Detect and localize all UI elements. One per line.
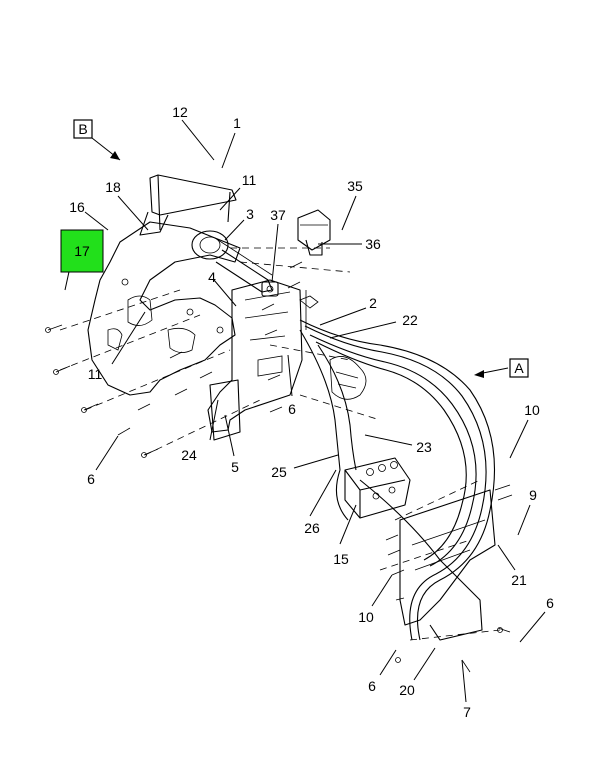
callout-22[interactable]: 22 (402, 312, 418, 328)
modulator-block-drawing (344, 457, 411, 519)
callout-6-right[interactable]: 6 (546, 595, 554, 611)
leader-lines (64, 119, 546, 703)
callout-6-bottom[interactable]: 6 (368, 678, 376, 694)
callout-18[interactable]: 18 (105, 179, 121, 195)
fasteners-drawing (45, 261, 513, 673)
callout-12[interactable]: 12 (172, 104, 188, 120)
callout-35[interactable]: 35 (347, 178, 363, 194)
callout-36[interactable]: 36 (365, 236, 381, 252)
callout-2[interactable]: 2 (369, 295, 377, 311)
callout-20[interactable]: 20 (399, 682, 415, 698)
callout-4[interactable]: 4 (208, 269, 216, 285)
callout-21[interactable]: 21 (511, 572, 527, 588)
callout-17[interactable]: 17 (74, 243, 90, 259)
callout-3[interactable]: 3 (246, 206, 254, 222)
callout-24[interactable]: 24 (181, 447, 197, 463)
callout-labels: 12 1 18 11 16 3 37 35 36 4 2 22 11 6 10 … (69, 104, 554, 720)
callout-16[interactable]: 16 (69, 199, 85, 215)
callout-15[interactable]: 15 (333, 551, 349, 567)
view-label-a: A (509, 358, 529, 378)
callout-6-left[interactable]: 6 (87, 471, 95, 487)
callout-11-top[interactable]: 11 (242, 172, 257, 188)
view-b-text: B (78, 121, 87, 137)
highlight-box[interactable] (60, 229, 104, 273)
valve-assembly-drawing (191, 209, 331, 330)
callout-6-middle[interactable]: 6 (288, 401, 296, 417)
callout-9[interactable]: 9 (529, 487, 537, 503)
highlighted-callout-17[interactable]: 17 (60, 229, 104, 273)
callout-10-right[interactable]: 10 (524, 402, 540, 418)
callout-5[interactable]: 5 (231, 459, 239, 475)
callout-7[interactable]: 7 (463, 704, 471, 720)
lower-bracket-drawing (379, 479, 501, 641)
view-a-text: A (514, 360, 524, 376)
mounting-bracket-drawing (59, 174, 381, 456)
callout-10-bottom[interactable]: 10 (358, 609, 374, 625)
callout-1[interactable]: 1 (233, 115, 241, 131)
callout-37[interactable]: 37 (270, 207, 286, 223)
callout-25[interactable]: 25 (271, 464, 287, 480)
view-label-b: B (73, 119, 93, 139)
callout-26[interactable]: 26 (304, 520, 320, 536)
hoses-drawing (299, 319, 495, 641)
callout-23[interactable]: 23 (416, 439, 432, 455)
callout-11-left[interactable]: 11 (88, 366, 103, 382)
